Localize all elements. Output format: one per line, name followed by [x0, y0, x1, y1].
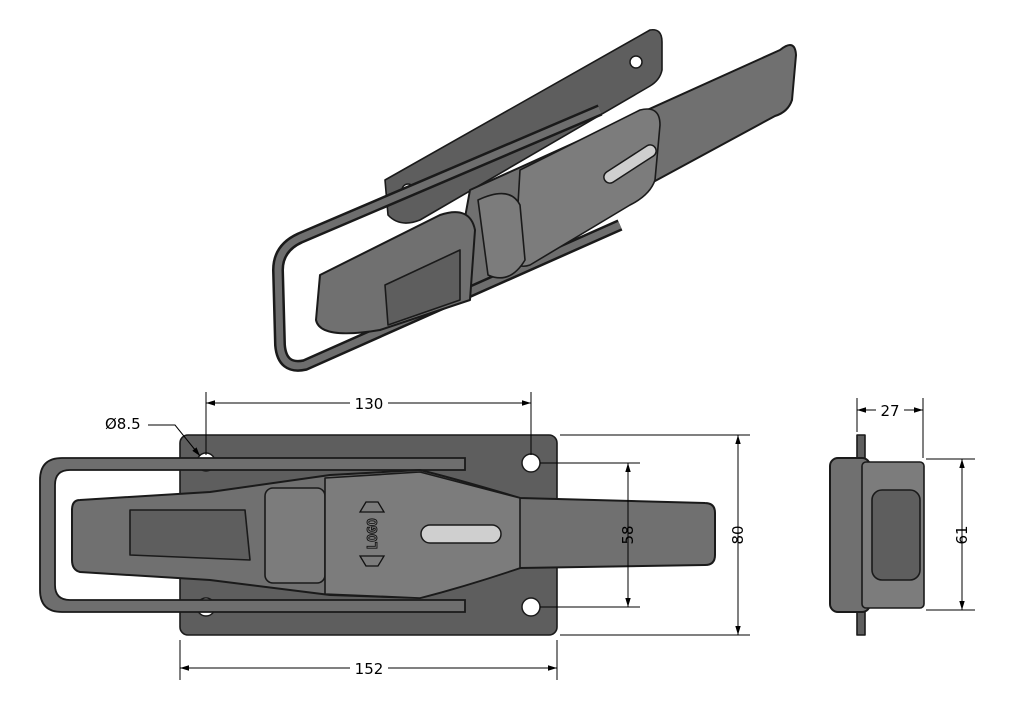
dim-hole-spacing-vertical: 58 [619, 525, 637, 544]
mounting-hole [521, 597, 541, 617]
dim-plate-width: 152 [355, 660, 384, 678]
dimensions: 130 Ø8.5 152 58 80 27 61 [105, 392, 975, 680]
iso-bail-loop-inner [274, 106, 622, 370]
dim-hole-diameter: Ø8.5 [105, 415, 141, 433]
iso-slot [603, 144, 657, 184]
dim-side-depth: 27 [880, 402, 899, 420]
iso-lever-recess [384, 249, 461, 326]
slot [420, 524, 502, 544]
dim-hole-spacing-horizontal: 130 [355, 395, 384, 413]
bail-loop [39, 457, 466, 613]
front-view: LOGO [39, 434, 716, 636]
logo-text: LOGO [366, 518, 381, 549]
dim-plate-height: 80 [729, 525, 747, 544]
side-handle [871, 489, 921, 581]
mounting-hole [521, 453, 541, 473]
logo: LOGO [358, 501, 386, 567]
iso-hole [629, 55, 643, 69]
side-view [829, 434, 925, 636]
lever-recess [129, 509, 251, 561]
hinge-block [264, 487, 326, 584]
isometric-view [272, 28, 797, 372]
iso-hinge [477, 192, 526, 279]
dim-side-height: 61 [953, 525, 971, 544]
